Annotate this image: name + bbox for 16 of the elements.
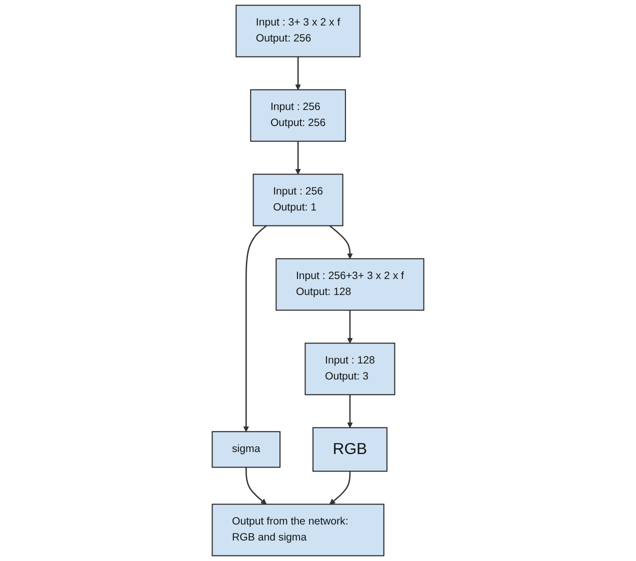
node-box: RGB bbox=[312, 427, 388, 472]
arrow bbox=[295, 141, 301, 174]
arrow bbox=[329, 225, 353, 259]
node-box: Input : 3+ 3 x 2 x f Output: 256 bbox=[236, 4, 360, 58]
arrow bbox=[347, 310, 353, 344]
arrow bbox=[329, 471, 351, 504]
node-box: Input : 256+3+ 3 x 2 x f Output: 128 bbox=[276, 258, 424, 311]
arrow bbox=[243, 225, 267, 432]
node-box: sigma bbox=[212, 431, 280, 468]
arrow bbox=[245, 467, 267, 504]
arrow bbox=[347, 394, 353, 428]
node-box: Input : 256 Output: 256 bbox=[250, 89, 346, 142]
arrow bbox=[295, 56, 301, 90]
node-box: Input : 256 Output: 1 bbox=[252, 174, 344, 226]
node-box: Output from the network: RGB and sigma bbox=[212, 504, 384, 556]
node-box: Input : 128 Output: 3 bbox=[304, 342, 396, 396]
